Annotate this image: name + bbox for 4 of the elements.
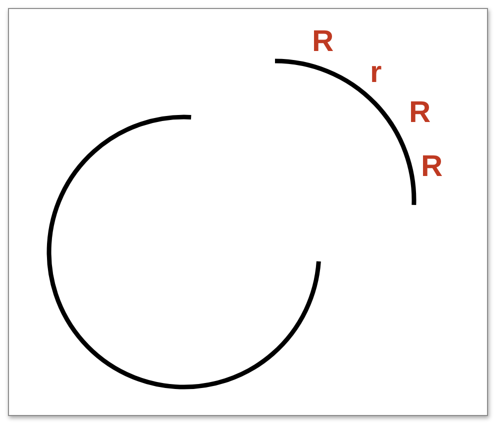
- radius-label: R: [421, 152, 443, 182]
- radius-label: R: [312, 27, 334, 57]
- radius-label: r: [370, 58, 382, 88]
- radius-label: R: [409, 98, 431, 128]
